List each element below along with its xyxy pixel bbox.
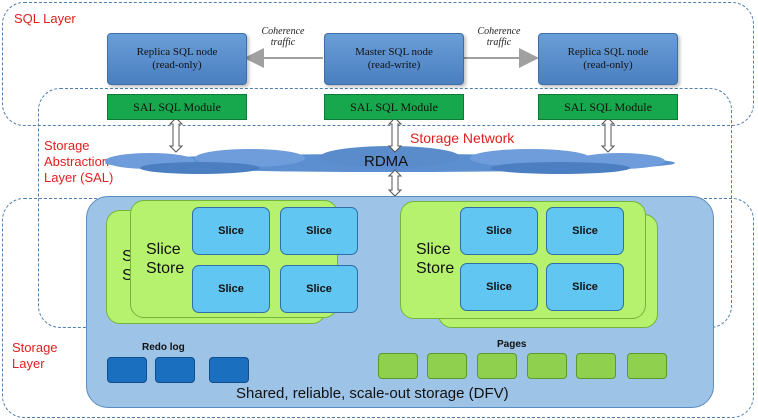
- slice-store-right-label: Slice Store: [416, 240, 454, 278]
- slice-right-3[interactable]: Slice: [460, 263, 538, 311]
- slice-left-3[interactable]: Slice: [192, 265, 270, 313]
- sal-label-line-3: Layer (SAL): [44, 170, 114, 185]
- page-block-2: [427, 353, 467, 379]
- slice-right-1[interactable]: Slice: [460, 207, 538, 255]
- sal-sql-module-center[interactable]: SAL SQL Module: [324, 94, 464, 120]
- page-block-1: [378, 353, 418, 379]
- replica-left-name: Replica SQL node: [136, 46, 218, 58]
- slice-right-4[interactable]: Slice: [546, 263, 624, 311]
- replica-left-mode: (read-only): [152, 59, 202, 71]
- storage-label-line-1: Storage: [12, 340, 58, 355]
- coherence-right-line-1: Coherence: [477, 26, 521, 37]
- store-right-line-1: Slice: [416, 241, 451, 258]
- master-mode: (read-write): [367, 59, 421, 71]
- pages-label: Pages: [497, 339, 527, 350]
- sal-layer-label: Storage Abstraction Layer (SAL): [44, 138, 113, 186]
- replica-right-name: Replica SQL node: [567, 46, 649, 58]
- back-left-fragment-2: S: [122, 267, 133, 284]
- page-block-3: [477, 353, 517, 379]
- store-left-line-1: Slice: [146, 241, 181, 258]
- sal-label-line-1: Storage: [44, 138, 90, 153]
- master-sql-node[interactable]: Master SQL node (read-write): [324, 33, 464, 85]
- sal-sql-module-right[interactable]: SAL SQL Module: [538, 94, 678, 120]
- master-name: Master SQL node: [355, 46, 433, 58]
- replica-sql-node-right[interactable]: Replica SQL node (read-only): [538, 33, 678, 85]
- slice-left-4[interactable]: Slice: [280, 265, 358, 313]
- redo-log-label: Redo log: [142, 342, 185, 353]
- redo-log-block-2: [155, 357, 195, 383]
- storage-label-line-2: Layer: [12, 356, 45, 371]
- redo-log-block-1: [107, 357, 147, 383]
- coherence-left-line-2: traffic: [270, 37, 296, 48]
- page-block-6: [627, 353, 667, 379]
- back-left-fragment-1: S: [122, 248, 133, 265]
- sql-layer-outline: [2, 2, 754, 126]
- sql-layer-label: SQL Layer: [14, 11, 76, 26]
- coherence-left-line-1: Coherence: [261, 26, 305, 37]
- slice-store-left-label: Slice Store: [146, 240, 184, 278]
- coherence-right-line-2: traffic: [486, 37, 512, 48]
- coherence-label-right: Coherence traffic: [466, 26, 532, 48]
- redo-log-block-3: [209, 357, 249, 383]
- store-left-line-2: Store: [146, 260, 185, 277]
- sal-label-line-2: Abstraction: [44, 154, 110, 169]
- coherence-label-left: Coherence traffic: [250, 26, 316, 48]
- store-right-line-2: Store: [416, 260, 455, 277]
- slice-left-2[interactable]: Slice: [280, 207, 358, 255]
- storage-network-label: Storage Network: [410, 130, 515, 146]
- rdma-label: RDMA: [364, 153, 409, 170]
- page-block-4: [527, 353, 567, 379]
- slice-left-1[interactable]: Slice: [192, 207, 270, 255]
- slice-right-2[interactable]: Slice: [546, 207, 624, 255]
- replica-sql-node-left[interactable]: Replica SQL node (read-only): [107, 33, 247, 85]
- replica-right-mode: (read-only): [583, 59, 633, 71]
- sal-sql-module-left[interactable]: SAL SQL Module: [107, 94, 247, 120]
- slice-store-back-left-label: S S: [122, 247, 133, 285]
- storage-footer-caption: Shared, reliable, scale-out storage (DFV…: [236, 385, 509, 402]
- storage-layer-label: Storage Layer: [12, 340, 58, 372]
- page-block-5: [576, 353, 616, 379]
